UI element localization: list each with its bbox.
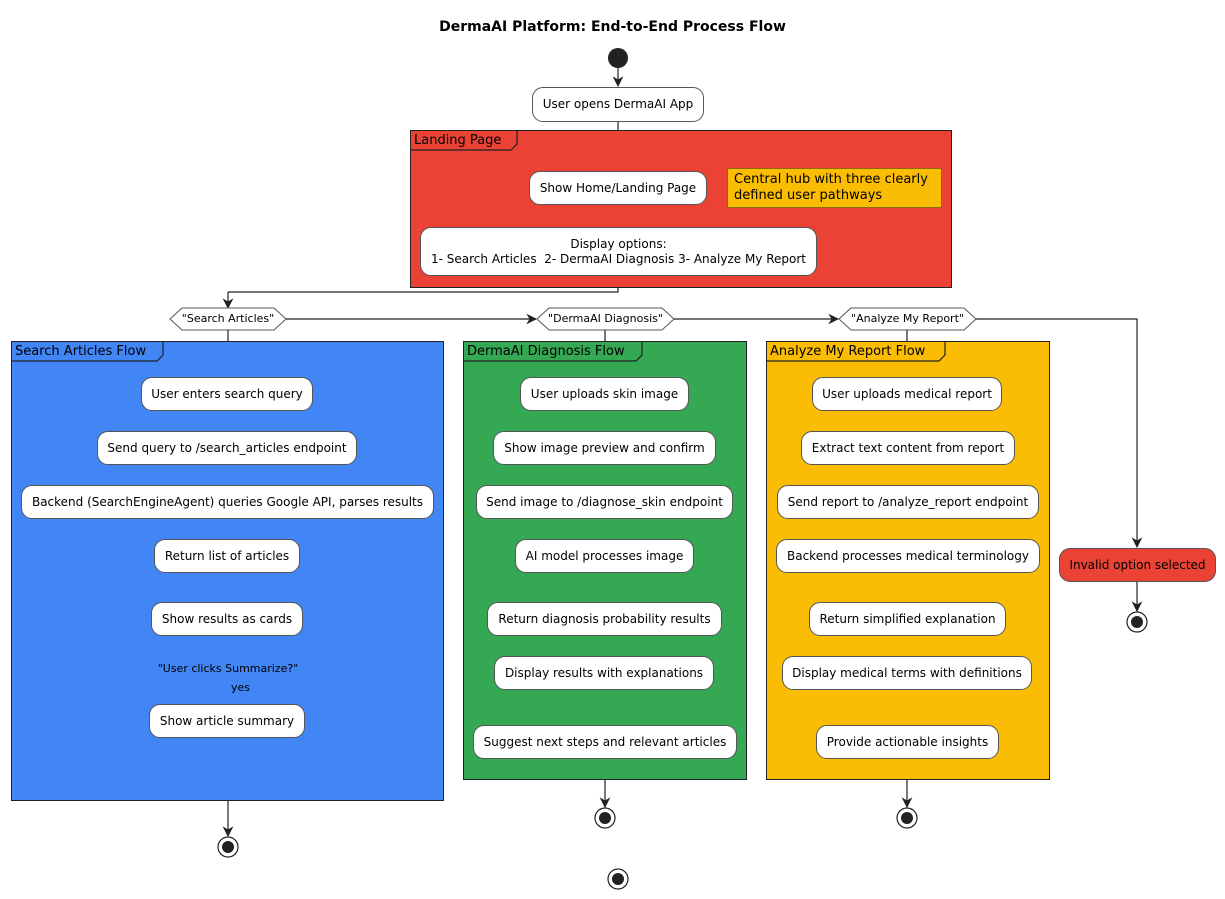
node-image-preview: Show image preview and confirm	[493, 431, 716, 465]
landing-note: Central hub with three clearly defined u…	[727, 168, 942, 208]
group-label: Analyze My Report Flow	[770, 344, 926, 359]
node-process-terminology: Backend processes medical terminology	[776, 539, 1040, 573]
node-backend-search: Backend (SearchEngineAgent) queries Goog…	[21, 485, 434, 519]
node-upload-report: User uploads medical report	[812, 377, 1002, 411]
group-label: DermaAI Diagnosis Flow	[467, 344, 625, 359]
group-tab-shape	[12, 342, 164, 362]
group-label: Landing Page	[414, 133, 502, 148]
node-show-summary: Show article summary	[149, 704, 305, 738]
node-diagnosis-results: Return diagnosis probability results	[487, 602, 722, 636]
node-display-explanations: Display results with explanations	[494, 656, 714, 690]
node-display-options: Display options: 1- Search Articles 2- D…	[420, 227, 817, 276]
decision-label-summarize: "User clicks Summarize?"	[157, 662, 299, 675]
node-suggest-next-steps: Suggest next steps and relevant articles	[473, 725, 737, 759]
end-invalid	[1126, 611, 1148, 633]
node-show-results-cards: Show results as cards	[151, 602, 303, 636]
node-ai-process: AI model processes image	[515, 539, 694, 573]
decision-label-report: "Analyze My Report"	[851, 312, 964, 325]
edge-label-yes: yes	[231, 681, 251, 694]
start-node	[608, 48, 628, 68]
edge-decision-to-invalid	[976, 318, 1143, 549]
node-invalid-option: Invalid option selected	[1059, 548, 1216, 582]
end-report	[896, 807, 918, 829]
group-label: Search Articles Flow	[15, 344, 147, 359]
group-tab-shape	[464, 342, 643, 362]
diagram-title: DermaAI Platform: End-to-End Process Flo…	[439, 19, 786, 35]
node-actionable-insights: Provide actionable insights	[816, 725, 999, 759]
decision-label-diagnosis: "DermaAI Diagnosis"	[548, 312, 663, 325]
node-open-app: User opens DermaAI App	[532, 87, 704, 122]
node-upload-skin-image: User uploads skin image	[520, 377, 689, 411]
group-tab-shape	[767, 342, 946, 362]
node-return-articles: Return list of articles	[154, 539, 300, 573]
node-send-image: Send image to /diagnose_skin endpoint	[476, 485, 733, 519]
node-send-report: Send report to /analyze_report endpoint	[777, 485, 1039, 519]
node-enter-search-query: User enters search query	[141, 377, 313, 411]
end-search	[217, 836, 239, 858]
node-show-home: Show Home/Landing Page	[529, 171, 707, 205]
node-display-terms: Display medical terms with definitions	[782, 656, 1032, 690]
end-final	[607, 868, 629, 890]
node-send-query: Send query to /search_articles endpoint	[97, 431, 357, 465]
end-diagnosis	[594, 807, 616, 829]
node-extract-text: Extract text content from report	[801, 431, 1015, 465]
group-tab-shape	[411, 131, 518, 151]
node-simplified-explanation: Return simplified explanation	[809, 602, 1006, 636]
decision-label-search: "Search Articles"	[181, 312, 275, 325]
